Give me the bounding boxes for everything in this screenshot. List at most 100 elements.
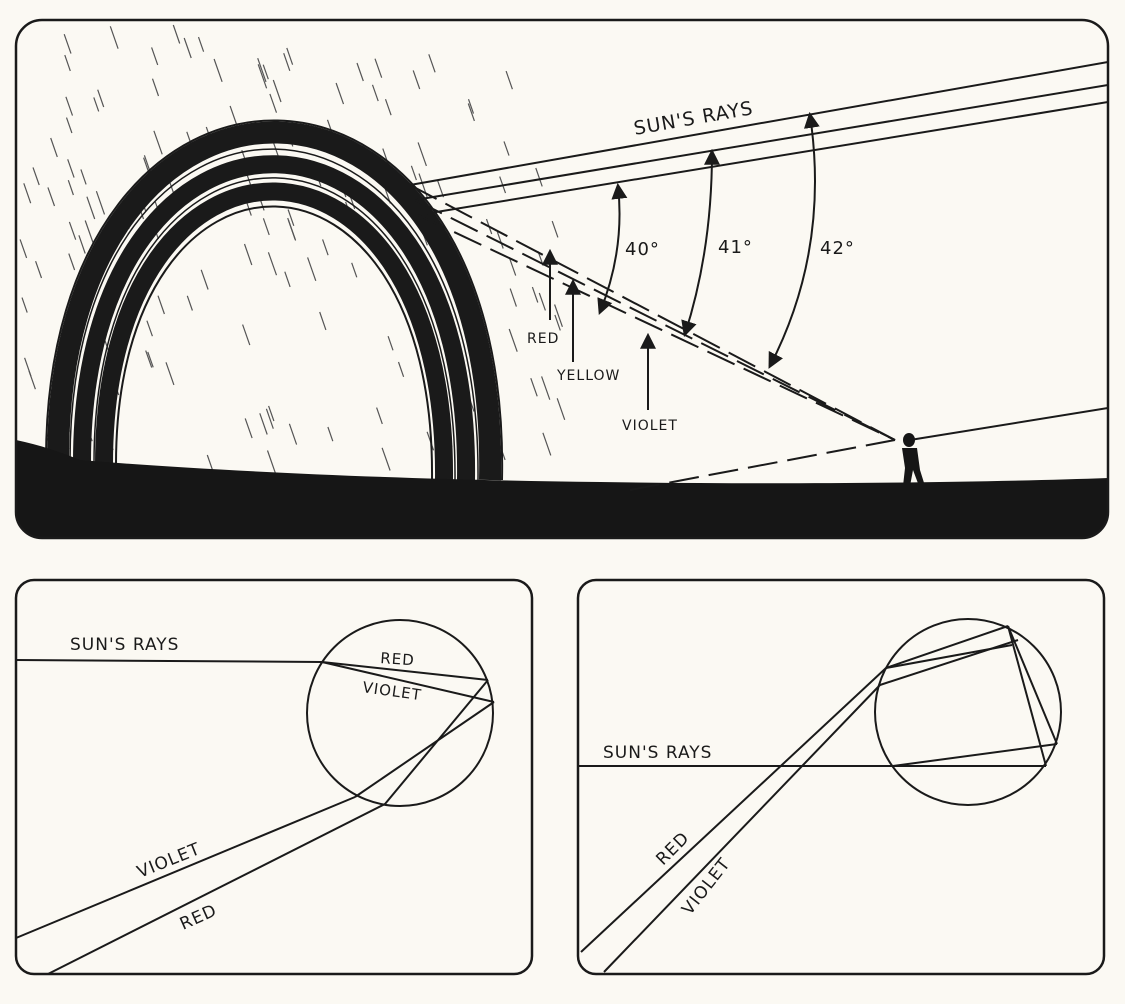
rain-streak (80, 169, 87, 185)
sun-rays-lines (409, 61, 1108, 216)
bottom-left-frame (14, 578, 534, 976)
rain-streak (151, 78, 160, 97)
rain-streak (376, 407, 383, 425)
band-label-red: RED (527, 331, 559, 347)
rain-streak (243, 243, 253, 266)
rain-streak (436, 179, 445, 198)
rain-streak (467, 99, 475, 114)
angle-arcs (597, 111, 820, 369)
rain-streak (65, 96, 74, 116)
rain-streak (327, 426, 334, 442)
rain-streak (287, 219, 296, 240)
rain-streak (554, 314, 561, 331)
angle-label-41: 41° (718, 237, 753, 258)
rain-streak (145, 350, 153, 368)
rain-streak (530, 377, 538, 397)
rain-streak (417, 142, 427, 167)
rain-streak (509, 288, 517, 307)
raindrop-circle (874, 618, 1062, 806)
rain-streak (322, 239, 329, 256)
rain-streak (19, 239, 28, 259)
rain-streak (242, 324, 251, 346)
top-panel-frame (14, 18, 1110, 540)
angle-label-42: 42° (820, 238, 855, 259)
bottom-left-panel: SUN'S RAYS RED VIOLET VIOLET RED (14, 578, 534, 976)
band-pointer-arrows (542, 248, 656, 410)
rain-streak (374, 58, 383, 78)
rain-streak (21, 297, 28, 313)
rain-streak (262, 64, 269, 80)
rain-streak (68, 221, 77, 240)
rain-streak (538, 292, 546, 311)
rain-streak (428, 54, 436, 73)
rain-streak (257, 58, 267, 83)
rain-streak (381, 447, 391, 471)
rain-streak (23, 183, 32, 204)
sun-rays-label: SUN'S RAYS (70, 635, 179, 655)
band-label-yellow: YELLOW (556, 368, 620, 384)
rain-streak (64, 54, 71, 72)
rain-streak (531, 286, 539, 303)
raindrop-circle (306, 619, 494, 807)
rain-streak (244, 418, 253, 439)
rain-streak (165, 362, 175, 386)
rain-streak (35, 261, 43, 279)
top-panel: SUN'S RAYS 40° 41° 42° RED YELLOW VIOLET (14, 18, 1110, 540)
rain-streak (268, 405, 275, 422)
rain-streak (95, 191, 106, 215)
rain-streak (50, 137, 58, 158)
rain-streak (286, 47, 294, 65)
rain-streak (84, 220, 95, 245)
rain-streak (183, 37, 192, 59)
rain-streak (229, 105, 238, 127)
rain-streak (351, 262, 358, 278)
sun-rays-label: SUN'S RAYS (632, 97, 755, 140)
rain-streak (384, 99, 392, 116)
rain-streak (213, 58, 223, 82)
rain-streak (505, 70, 513, 90)
rain-streak (68, 253, 76, 271)
rainbow-arch (45, 119, 504, 481)
rain-streak (284, 271, 291, 288)
rain-streak (67, 159, 75, 178)
band-label-violet: VIOLET (622, 418, 678, 434)
rain-streak (153, 130, 163, 155)
rain-streak (63, 34, 72, 54)
rain-streak (67, 180, 74, 196)
exit-red-label: RED (652, 828, 693, 869)
rain-streak (259, 413, 268, 435)
observer-sight-lines (409, 184, 896, 491)
rain-streak (467, 103, 475, 122)
ground (16, 440, 1108, 538)
rain-streak (287, 209, 295, 226)
rain-streak (410, 165, 417, 181)
inside-violet-label: VIOLET (361, 678, 422, 704)
rain-streak (371, 84, 379, 102)
rain-streak (496, 231, 504, 249)
rain-streak (93, 97, 100, 112)
bottom-right-panel: SUN'S RAYS RED VIOLET (576, 578, 1106, 976)
rain-streak (319, 311, 327, 331)
rain-streak (551, 220, 559, 238)
horizon-ray (909, 407, 1108, 441)
rain-streak (508, 257, 517, 276)
raindrop-ray-paths-left (15, 619, 495, 975)
rain-streak (542, 432, 552, 456)
rain-streak (272, 79, 282, 103)
rain-streak (78, 235, 86, 254)
rain-streak (32, 167, 40, 186)
rain-streak (266, 450, 277, 474)
rain-streak (257, 64, 268, 89)
rain-streak (97, 89, 105, 108)
rain-streak (288, 423, 298, 445)
rain-streak (356, 62, 364, 82)
rain-streak (157, 295, 165, 315)
rain-streak (197, 36, 205, 52)
rain-streak (554, 304, 563, 327)
angle-label-40: 40° (625, 239, 660, 260)
rain-streak (508, 328, 518, 352)
bottom-right-frame (576, 578, 1106, 976)
rain-streak (541, 376, 551, 400)
